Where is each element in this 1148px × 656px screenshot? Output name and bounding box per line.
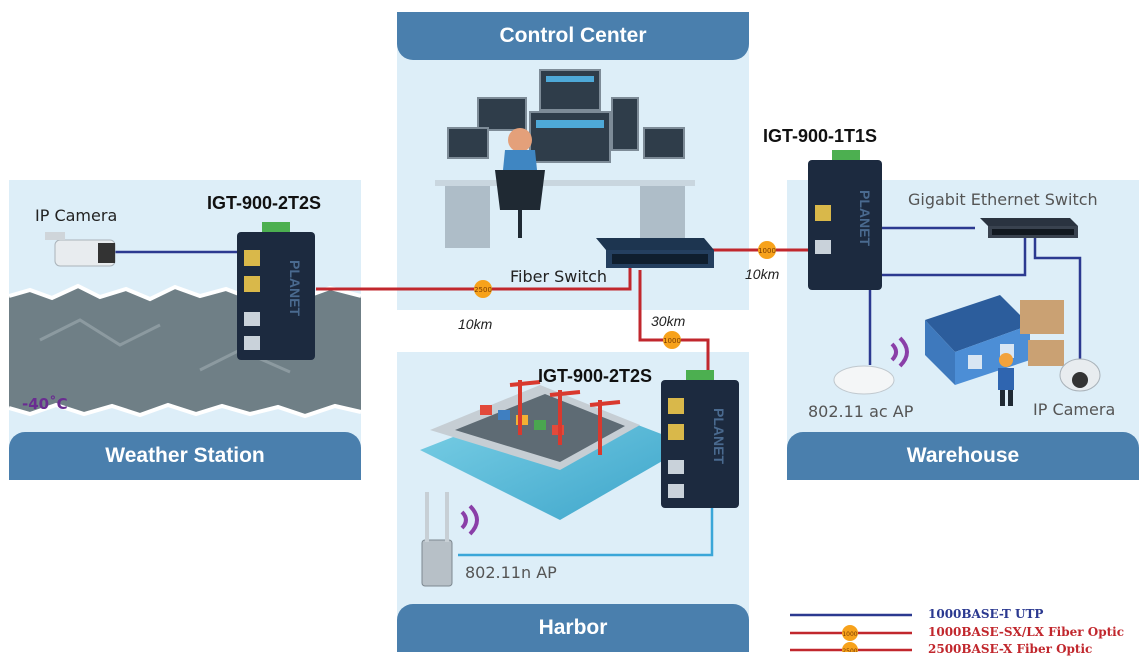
- control-desk-illustration: [435, 69, 695, 248]
- fiber-switch-label: Fiber Switch: [510, 267, 608, 286]
- svg-text:PLANET: PLANET: [711, 408, 727, 464]
- utp-links: [115, 226, 1082, 365]
- ap-harbor-icon: [421, 492, 479, 587]
- control-center-tab: Control Center: [397, 12, 749, 60]
- badge-warehouse-1000: 1000: [758, 241, 776, 259]
- svg-text:2500: 2500: [842, 648, 857, 652]
- fiber-switch-device: [596, 238, 714, 268]
- badge-weather-2500: 2500: [474, 280, 492, 298]
- legend-fiber-1000-label: 1000BASE-SX/LX Fiber Optic: [928, 625, 1125, 639]
- svg-text:1000: 1000: [842, 631, 857, 638]
- legend-utp-label: 1000BASE-T UTP: [928, 607, 1044, 621]
- warehouse-industrial-switch: PLANET: [808, 150, 882, 290]
- ap-harbor-label: 802.11n AP: [465, 563, 557, 582]
- ip-camera-warehouse-label: IP Camera: [1033, 400, 1116, 419]
- warehouse-switch-label: IGT-900-1T1S: [763, 126, 878, 146]
- warehouse-illustration: [925, 295, 1064, 406]
- weather-distance-label: 10km: [458, 316, 493, 332]
- ip-camera-weather-icon: [45, 232, 116, 267]
- harbor-scene: [420, 380, 690, 520]
- ap-warehouse-icon: [833, 336, 909, 395]
- svg-text:1000: 1000: [663, 337, 681, 345]
- gigabit-switch-label: Gigabit Ethernet Switch: [908, 190, 1098, 209]
- harbor-tab: Harbor: [397, 604, 749, 652]
- weather-switch-label: IGT-900-2T2S: [207, 193, 322, 213]
- svg-text:PLANET: PLANET: [857, 190, 873, 246]
- ip-camera-weather-label: IP Camera: [35, 206, 118, 225]
- ap-warehouse-label: 802.11 ac AP: [808, 402, 914, 421]
- warehouse-distance-label: 10km: [745, 266, 780, 282]
- gigabit-switch-device: [980, 218, 1078, 238]
- harbor-industrial-switch: PLANET: [661, 370, 739, 508]
- weather-industrial-switch: PLANET: [237, 222, 315, 360]
- temperature-label: -40˚C: [22, 395, 68, 413]
- harbor-switch-label: IGT-900-2T2S: [538, 366, 653, 386]
- warehouse-tab: Warehouse: [787, 432, 1139, 480]
- badge-harbor-1000: 1000: [663, 331, 681, 349]
- ip-camera-warehouse-icon: [1059, 358, 1101, 392]
- svg-text:2500: 2500: [474, 286, 492, 294]
- svg-text:PLANET: PLANET: [287, 260, 303, 316]
- harbor-distance-label: 30km: [651, 313, 686, 329]
- legend-fiber-2500-label: 2500BASE-X Fiber Optic: [928, 642, 1093, 656]
- svg-text:1000: 1000: [758, 247, 776, 255]
- legend-lines: 1000 2500: [790, 613, 912, 652]
- weather-station-tab: Weather Station: [9, 432, 361, 480]
- harbor-ap-link: [458, 500, 714, 557]
